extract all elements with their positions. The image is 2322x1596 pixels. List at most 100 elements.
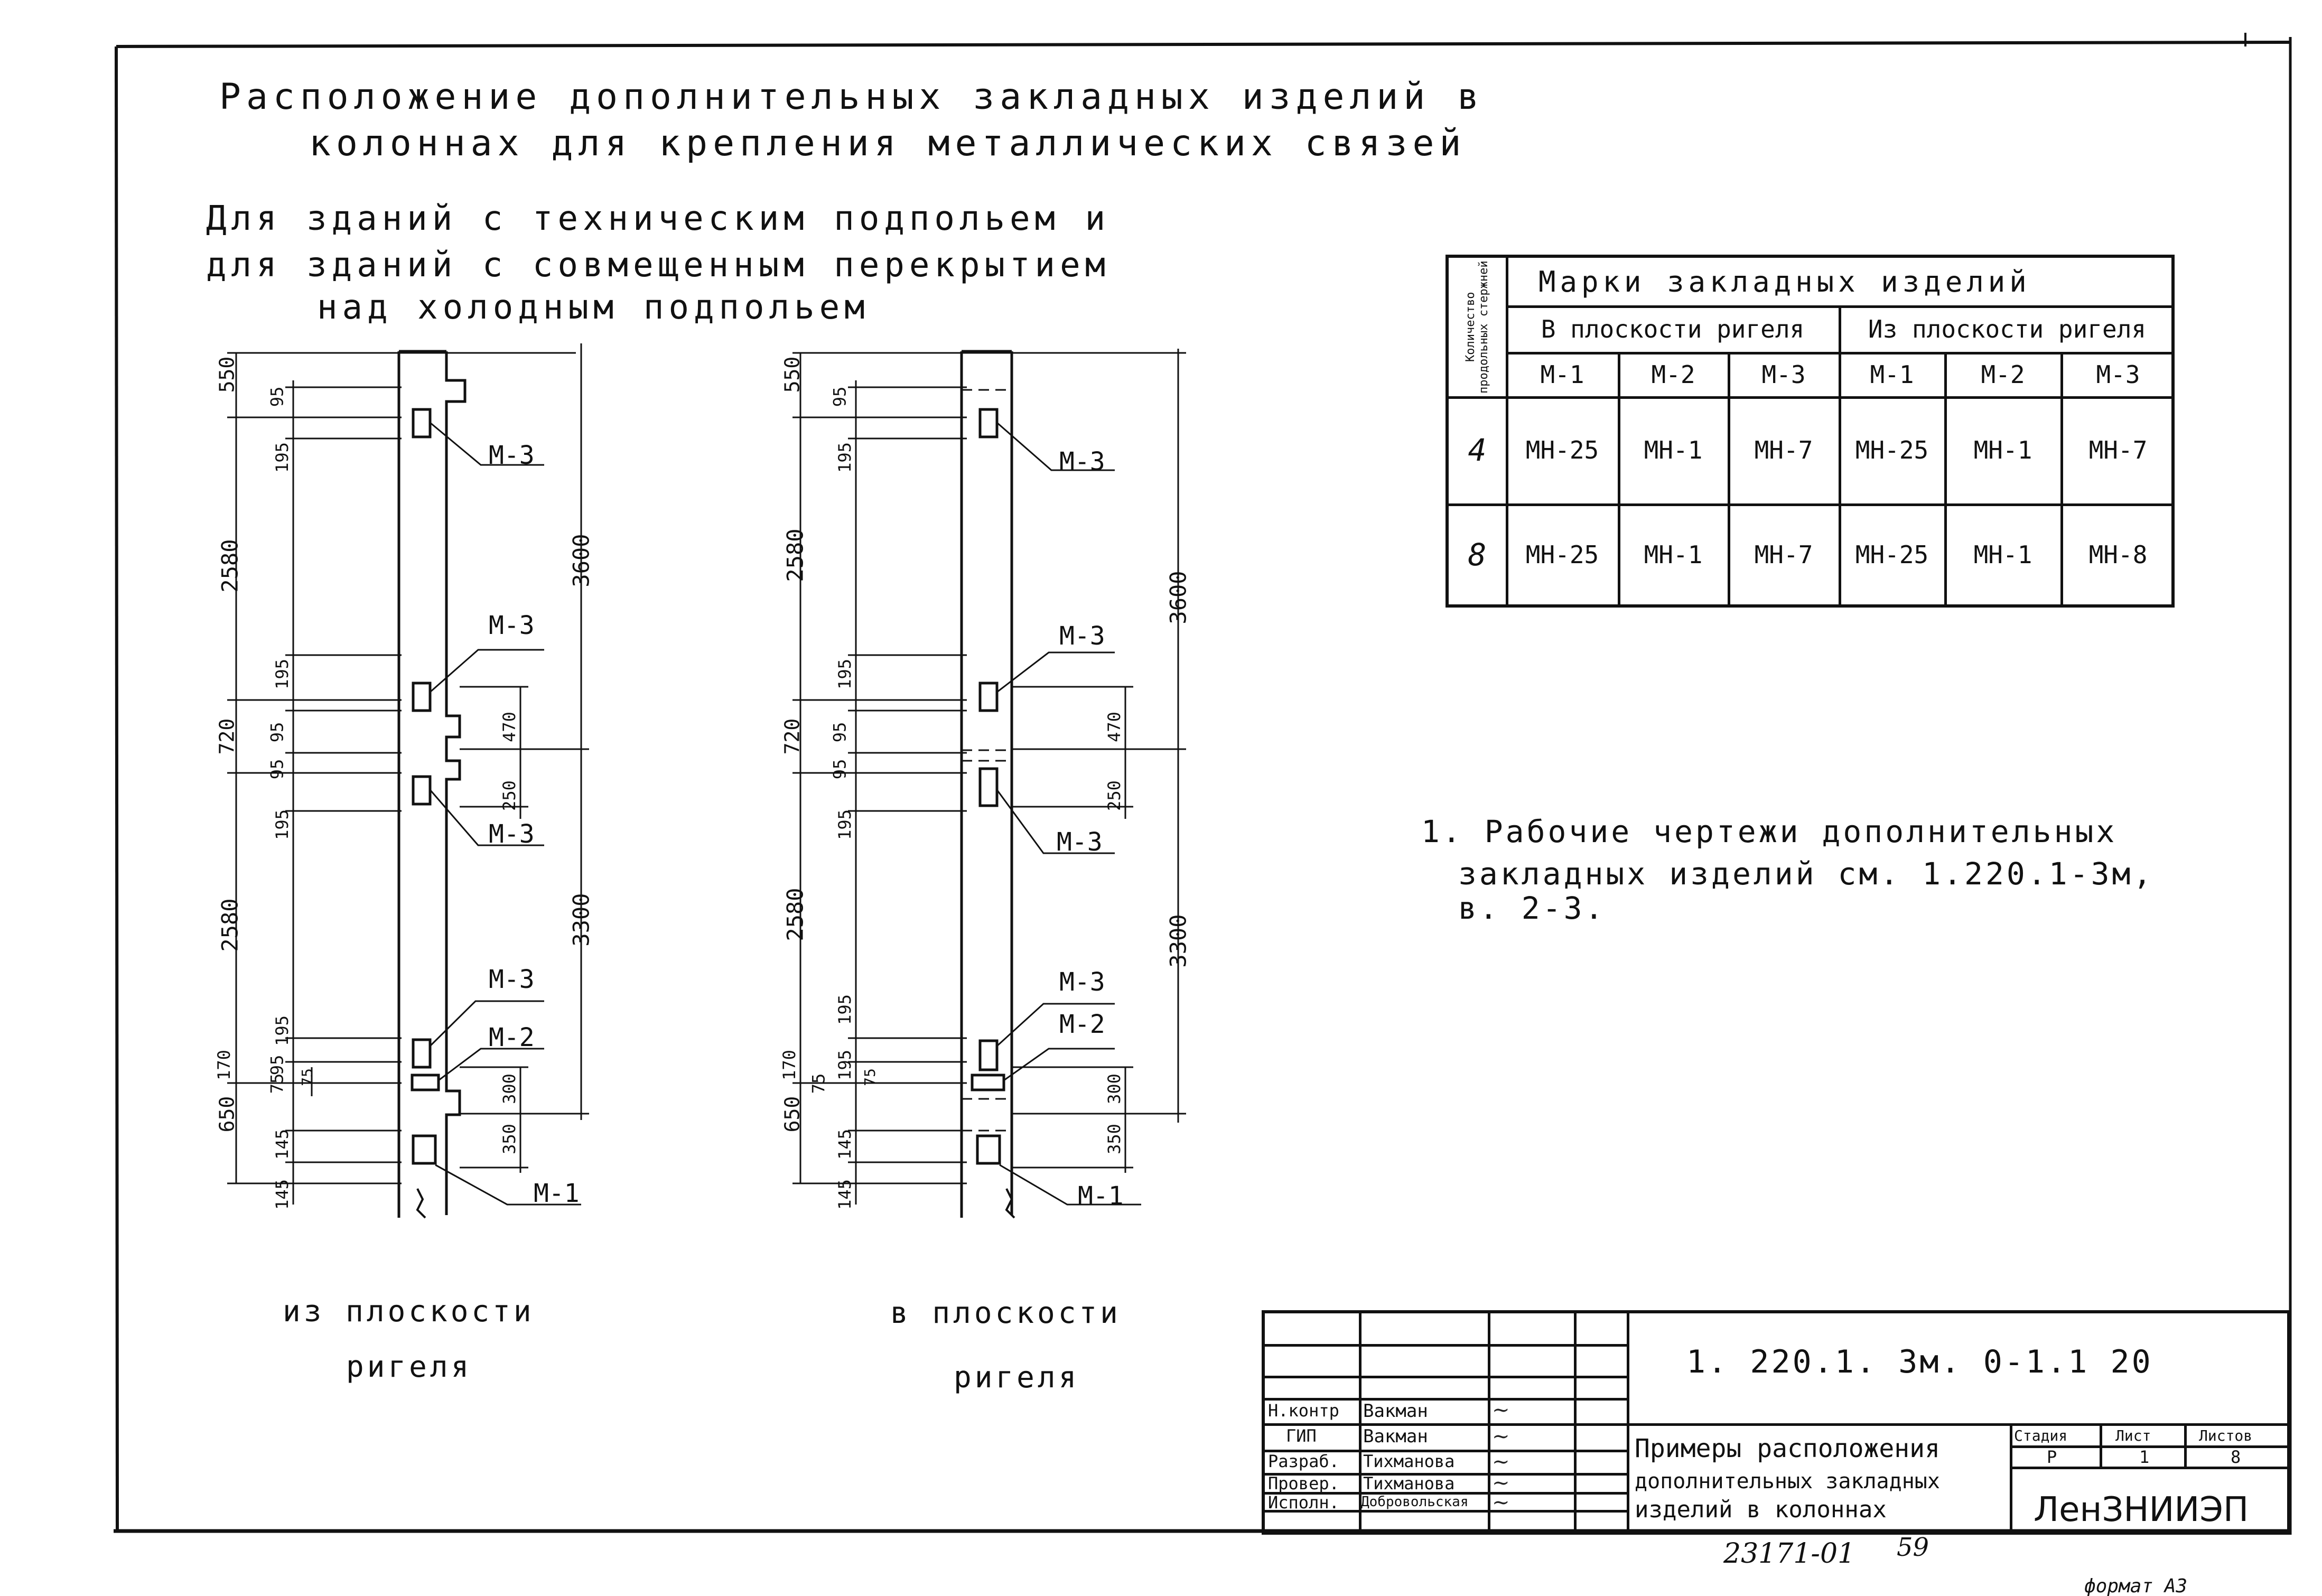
dim-text: 650	[780, 1096, 804, 1133]
table-cell: МН-7	[1754, 436, 1813, 464]
dim-text: 720	[780, 718, 804, 755]
stage-value: Р	[2047, 1447, 2057, 1467]
dim-text: 250	[499, 780, 519, 811]
dim-text: 720	[215, 718, 239, 755]
dim-text: 195	[272, 659, 292, 689]
dim-text: 250	[1104, 780, 1124, 811]
subtitle-line-2: для зданий с совмещенным перекрытием	[206, 246, 1111, 285]
dim-text: 75	[861, 1068, 879, 1086]
sheet-label: Лист	[2115, 1427, 2151, 1444]
note-line-3: в. 2-3.	[1458, 890, 1606, 926]
drawing-title-line-2: колоннах для крепления металлических свя…	[309, 123, 1467, 164]
subtitle-line-1: Для зданий с техническим подпольем и	[206, 199, 1111, 238]
sheet-frame	[114, 33, 2292, 1535]
organization: ЛенЗНИИЭП	[2034, 1490, 2249, 1529]
dim-text: 3600	[1165, 571, 1191, 624]
role-label: Н.контр	[1268, 1401, 1339, 1421]
view-caption-right-line-1: в плоскости	[890, 1296, 1121, 1330]
table-group-out-plane: Из плоскости ригеля	[1868, 315, 2147, 343]
dim-text: 75	[267, 1073, 287, 1094]
table-cell: МН-8	[2088, 540, 2148, 569]
dim-text: 3300	[1165, 914, 1191, 968]
dim-text: 195	[834, 809, 855, 840]
dim-text: 145	[834, 1179, 855, 1210]
table-cell: МН-7	[2088, 436, 2148, 464]
dim-text: 195	[834, 442, 855, 473]
sheet-value: 1	[2139, 1447, 2150, 1467]
dim-text: 195	[272, 1015, 292, 1046]
role-label: Провер.	[1268, 1473, 1339, 1494]
format-label: формат А3	[2084, 1575, 2188, 1596]
dim-text: 350	[499, 1124, 519, 1154]
signature-image: ~	[1492, 1490, 1510, 1515]
role-person: Вакман	[1363, 1426, 1428, 1447]
plate-label: М-2	[489, 1023, 535, 1052]
sheets-value: 8	[2231, 1447, 2241, 1467]
dim-text: 75	[808, 1073, 829, 1094]
document-code: 1. 220.1. 3м. 0-1.1 20	[1686, 1343, 2153, 1380]
table-main-header: Марки закладных изделий	[1538, 265, 2031, 298]
role-person: Тихманова	[1363, 1451, 1455, 1471]
dim-text: 2580	[782, 888, 808, 941]
table-col-header: М-1	[1870, 360, 1914, 389]
column-view-in-plane	[792, 349, 1186, 1219]
dim-text: 2580	[217, 539, 243, 593]
dim-text: 95	[267, 386, 287, 407]
signature-image: ~	[1492, 1471, 1510, 1495]
dim-text: 300	[1104, 1074, 1124, 1104]
plate-label: М-3	[1059, 447, 1105, 477]
view-caption-left-line-2: ригеля	[346, 1350, 472, 1384]
signature-image: ~	[1492, 1450, 1510, 1474]
dim-text: 3300	[568, 893, 594, 947]
role-person: Вакман	[1363, 1401, 1428, 1422]
table-row-count: 8	[1468, 536, 1487, 573]
table-cell: МН-1	[1973, 436, 2032, 464]
stage-label: Стадия	[2014, 1427, 2068, 1444]
title-block: 1. 220.1. 3м. 0-1.1 20 Примеры расположе…	[1262, 1310, 2290, 1535]
table-corner-header: Количество продольных стержней	[1464, 260, 1490, 394]
role-label: ГИП	[1286, 1426, 1317, 1446]
note-line-1: 1. Рабочие чертежи дополнительных	[1421, 814, 2118, 850]
dim-text: 350	[1104, 1124, 1124, 1154]
plate-label: М-3	[489, 819, 535, 849]
dim-text: 145	[272, 1179, 292, 1210]
role-person: Тихманова	[1363, 1473, 1455, 1494]
dim-text: 95	[267, 1054, 287, 1076]
dim-text: 2580	[217, 898, 243, 952]
dim-text: 650	[215, 1096, 239, 1133]
dim-text: 95	[829, 386, 850, 407]
dim-text: 195	[272, 809, 292, 840]
inventory-number: 23171-01	[1723, 1538, 1855, 1570]
dim-text: 550	[215, 356, 239, 393]
table-cell: МН-25	[1855, 436, 1929, 464]
table-col-header: М-2	[1981, 360, 2025, 389]
sheets-label: Листов	[2199, 1427, 2253, 1444]
dim-text: 95	[829, 722, 850, 743]
role-label: Исполн.	[1268, 1492, 1339, 1513]
signature-image: ~	[1492, 1398, 1510, 1422]
table-cell: МН-25	[1855, 540, 1929, 569]
document-name-line-1: Примеры расположения	[1635, 1434, 1940, 1463]
dim-text: 195	[834, 1050, 855, 1080]
table-col-header: М-1	[1540, 360, 1584, 389]
dim-text: 470	[499, 712, 519, 742]
plate-label: М-3	[1059, 967, 1105, 997]
view-caption-left-line-1: из плоскости	[283, 1294, 535, 1329]
dim-text: 550	[780, 356, 804, 393]
plate-label: М-1	[534, 1179, 580, 1208]
drawing-title-line-1: Расположение дополнительных закладных из…	[219, 76, 1485, 118]
dim-text: 170	[779, 1050, 799, 1080]
dim-text: 195	[834, 659, 855, 689]
table-cell: МН-1	[1973, 540, 2032, 569]
embedded-parts-table: Количество продольных стержней Марки зак…	[1446, 255, 2175, 608]
plate-label: М-3	[1057, 827, 1103, 857]
table-col-header: М-2	[1651, 360, 1695, 389]
document-name-line-3: изделий в колоннах	[1635, 1496, 1887, 1523]
note-line-2: закладных изделий см. 1.220.1-3м,	[1458, 856, 2155, 892]
table-group-in-plane: В плоскости ригеля	[1541, 315, 1805, 343]
table-row-count: 4	[1468, 432, 1487, 468]
view-caption-right-line-2: ригеля	[954, 1360, 1080, 1395]
dim-text: 145	[272, 1129, 292, 1160]
